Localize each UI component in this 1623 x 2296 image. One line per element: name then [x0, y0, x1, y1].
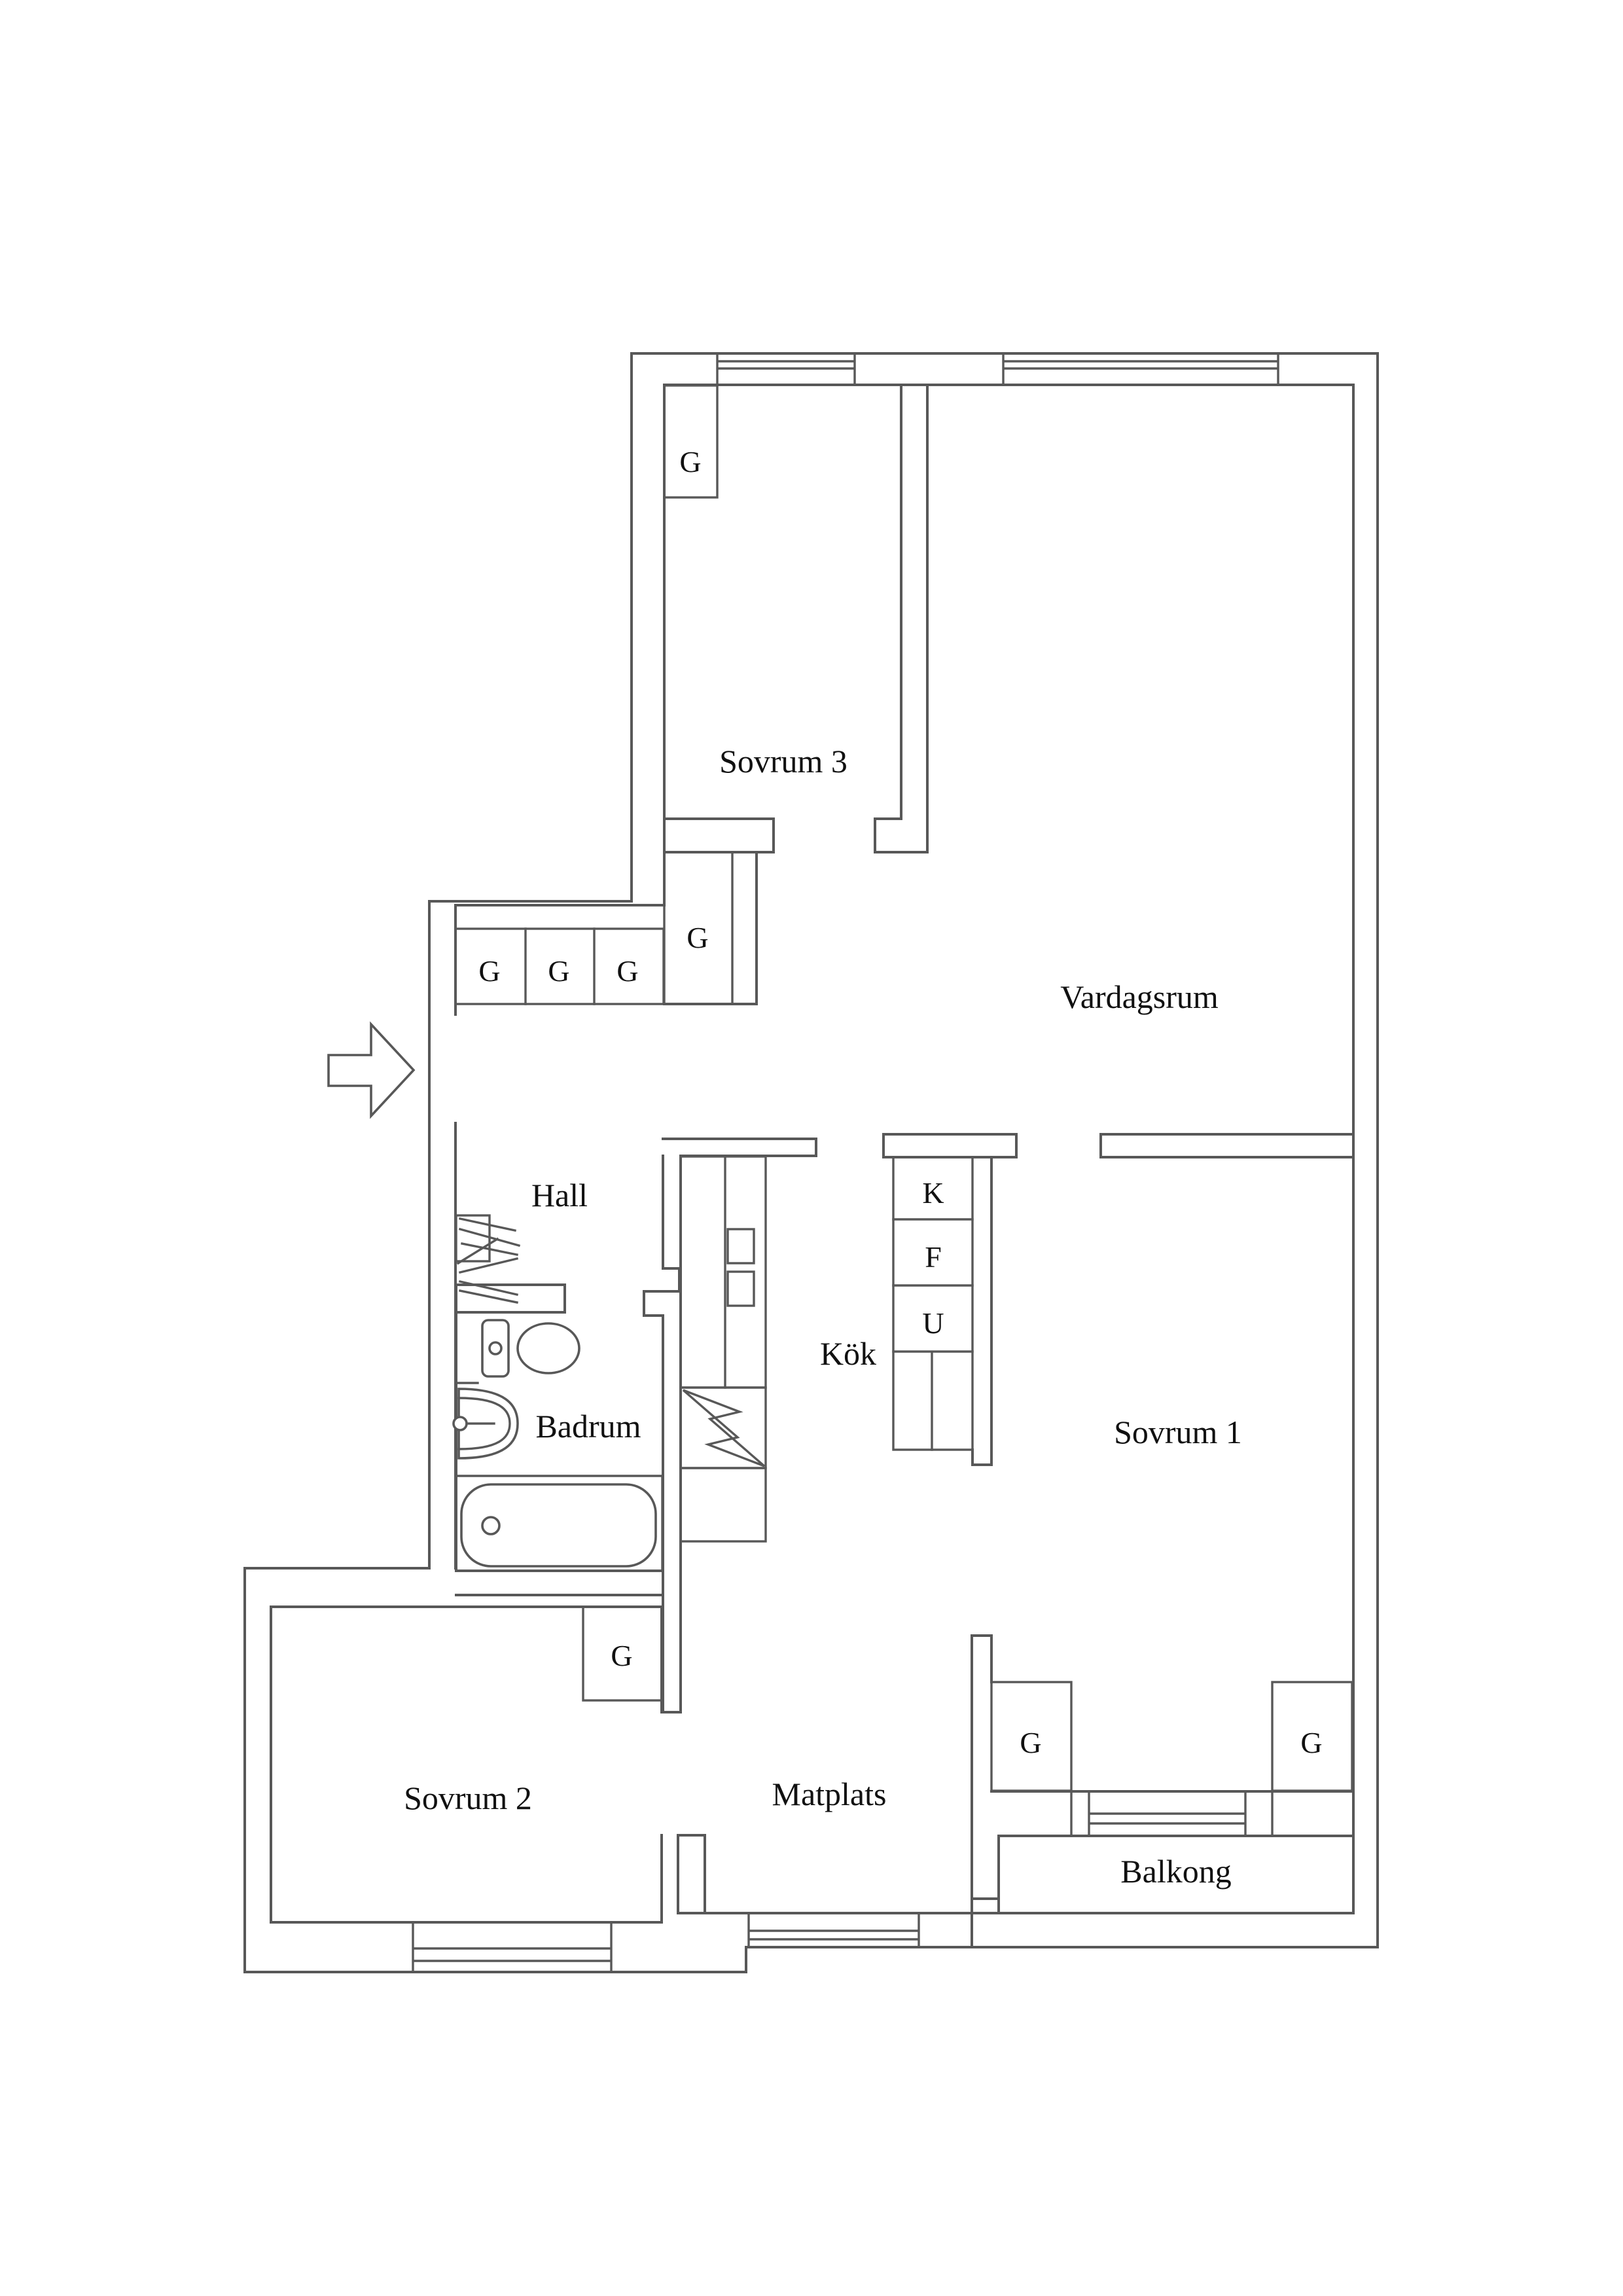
label-balkong: Balkong [1120, 1853, 1231, 1890]
toilet [481, 1319, 580, 1378]
window-balkong-door [1070, 1790, 1274, 1837]
wardrobe-box-balkong-left [990, 1681, 1073, 1792]
marker-wardrobe-balkong-left: G [1020, 1726, 1041, 1759]
marker-wardrobe-sovrum2: G [611, 1639, 632, 1672]
marker-frys: F [925, 1240, 942, 1274]
wardrobe-box-balkong-right [1271, 1681, 1353, 1792]
label-sovrum-3: Sovrum 3 [719, 743, 847, 780]
window-sovrum3-top [716, 352, 856, 386]
marker-ugn: U [922, 1306, 944, 1340]
kitchen-cabinet-low [679, 1467, 767, 1572]
label-sovrum-1: Sovrum 1 [1114, 1414, 1242, 1450]
label-badrum: Badrum [535, 1408, 641, 1444]
marker-kyl: K [922, 1176, 944, 1210]
label-hall: Hall [531, 1177, 588, 1213]
outer-wall-outline [243, 352, 1379, 1973]
marker-wardrobe-hall-3: G [616, 954, 638, 988]
room-sovrum3-walls [663, 384, 929, 853]
stove [679, 1386, 767, 1469]
kitchen-wall [643, 1138, 817, 1713]
room-sovrum2-walls [270, 1605, 663, 1924]
window-sovrum2-bottom [412, 1921, 613, 1973]
marker-wardrobe-hall-tall: G [687, 921, 708, 954]
marker-wardrobe-sovrum3: G [679, 445, 701, 478]
entrance-arrow [327, 1021, 416, 1119]
label-kok: Kök [820, 1335, 876, 1372]
vardagsrum-sovrum1-wall [882, 1133, 1355, 1158]
label-matplats: Matplats [772, 1776, 887, 1812]
kitchen-counter [679, 1155, 767, 1389]
wardrobe-box-sovrum3 [663, 384, 719, 499]
coat-rack [455, 1214, 521, 1304]
marker-wardrobe-hall-1: G [478, 954, 500, 988]
label-sovrum-2: Sovrum 2 [404, 1780, 532, 1816]
marker-labels: G G G G G G G G KFU [478, 445, 1322, 1759]
window-matplats-bottom [747, 1912, 920, 1948]
window-vardagsrum-top [1002, 352, 1279, 386]
marker-wardrobe-balkong-right: G [1300, 1726, 1322, 1759]
corridor-wall [663, 851, 758, 1005]
marker-wardrobe-hall-2: G [548, 954, 569, 988]
bathtub [460, 1483, 657, 1568]
wardrobe-box-sovrum2 [582, 1605, 663, 1702]
label-vardagsrum: Vardagsrum [1060, 978, 1219, 1015]
matplats-door-pillar [677, 1834, 706, 1914]
bathroom-sink [452, 1388, 519, 1460]
balkong-walls [971, 1835, 1353, 1914]
